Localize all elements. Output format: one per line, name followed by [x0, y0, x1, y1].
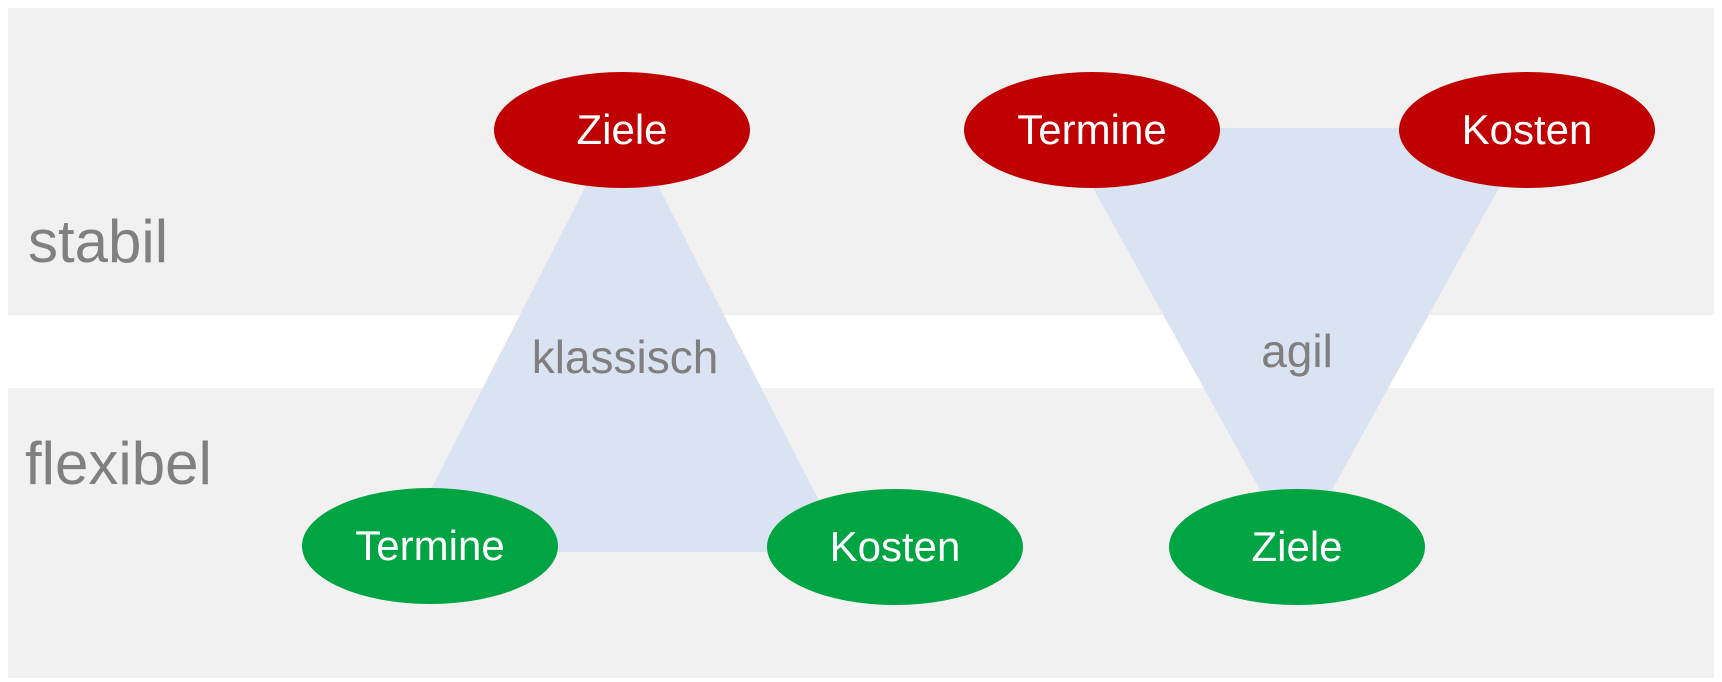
node-label: Termine — [1017, 106, 1167, 153]
node-klassisch-termine: Termine — [302, 488, 558, 604]
node-label: Kosten — [829, 523, 961, 570]
node-klassisch-ziele: Ziele — [494, 72, 750, 188]
node-label: Ziele — [576, 106, 668, 153]
node-label: Termine — [355, 522, 505, 569]
band-label-stabil: stabil — [28, 208, 169, 275]
band-label-flexibel: flexibel — [25, 430, 212, 497]
node-agil-kosten: Kosten — [1399, 72, 1655, 188]
node-agil-ziele: Ziele — [1169, 489, 1425, 605]
agil-triangle-inverted — [1060, 128, 1532, 555]
node-klassisch-kosten: Kosten — [767, 489, 1023, 605]
klassisch-label: klassisch — [531, 331, 719, 383]
node-agil-termine: Termine — [964, 72, 1220, 188]
klassisch-triangle — [399, 115, 845, 552]
node-label: Kosten — [1461, 106, 1593, 153]
agil-label: agil — [1261, 325, 1333, 377]
node-label: Ziele — [1251, 523, 1343, 570]
